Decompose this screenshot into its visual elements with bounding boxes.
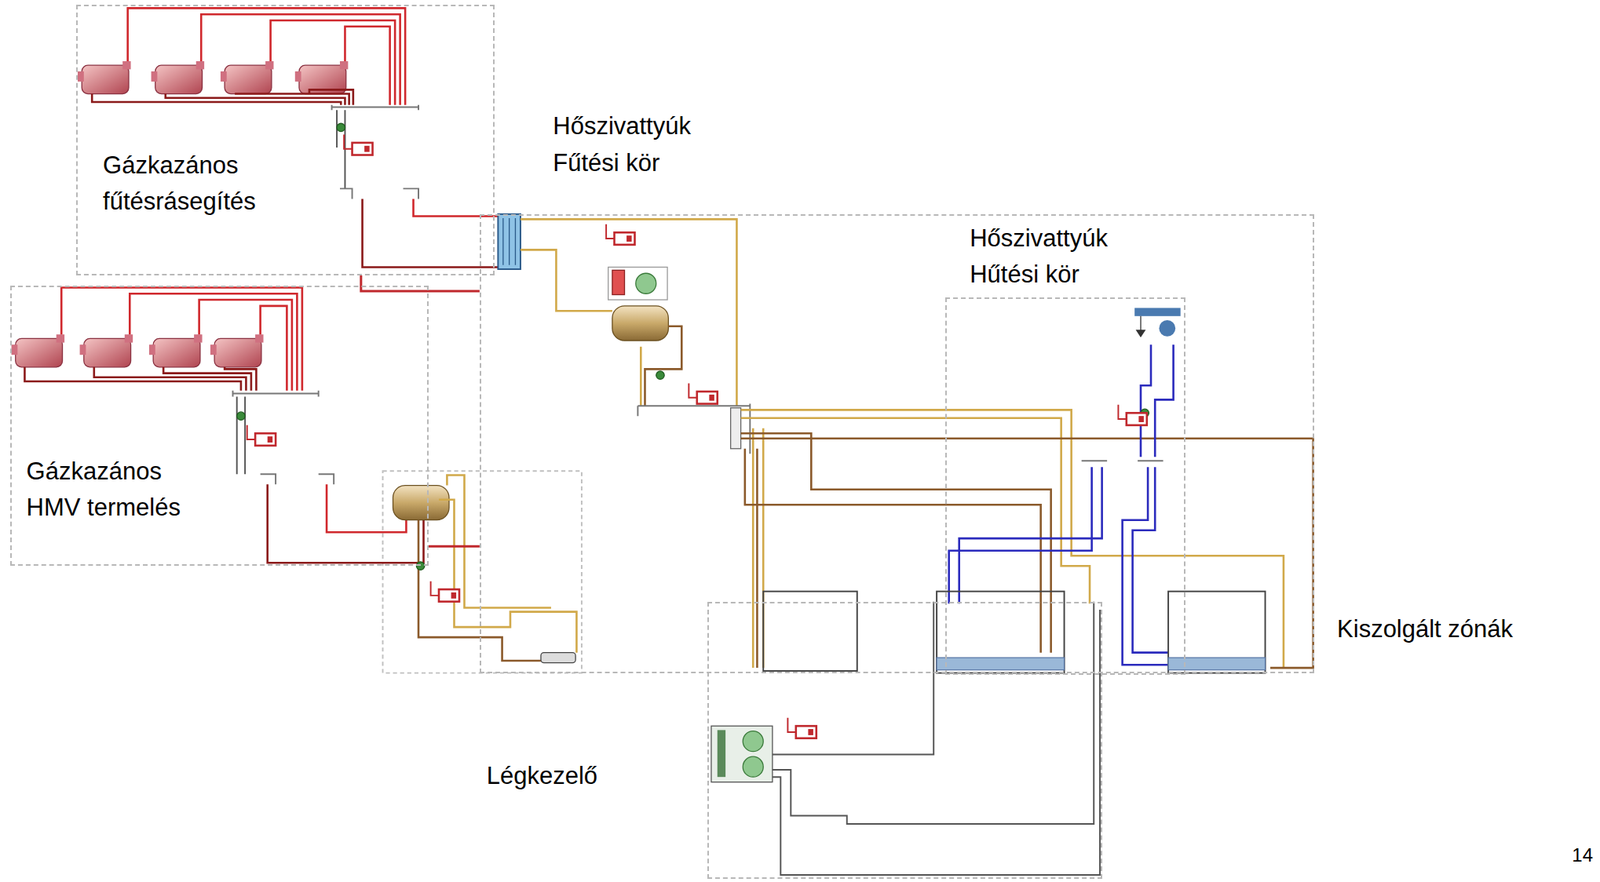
- group-title: Hőszivattyúk Hűtési kör: [967, 220, 1158, 294]
- group-title: Gázkazános HMV termelés: [24, 453, 205, 527]
- zone-caption: Kiszolgált zónák: [1334, 615, 1516, 644]
- pipe-connector: [428, 545, 480, 548]
- group-box: Gázkazános HMV termelés: [10, 285, 429, 567]
- group-title: Légkezelő: [484, 758, 600, 796]
- group-title: Hőszivattyúk Fűtési kör: [550, 108, 742, 182]
- page-number: 14: [1569, 844, 1596, 867]
- group-box: Hőszivattyúk Hűtési kör: [945, 297, 1185, 676]
- group-title: Gázkazános fűtésrásegítés: [100, 147, 340, 221]
- group-box: Gázkazános fűtésrásegítés: [76, 4, 495, 275]
- group-box: Légkezelő: [707, 602, 1103, 881]
- pipe-connector: [361, 275, 480, 292]
- group-box: Hőszivattyúk Fűtési körHőszivattyúk Hűté…: [479, 214, 1315, 674]
